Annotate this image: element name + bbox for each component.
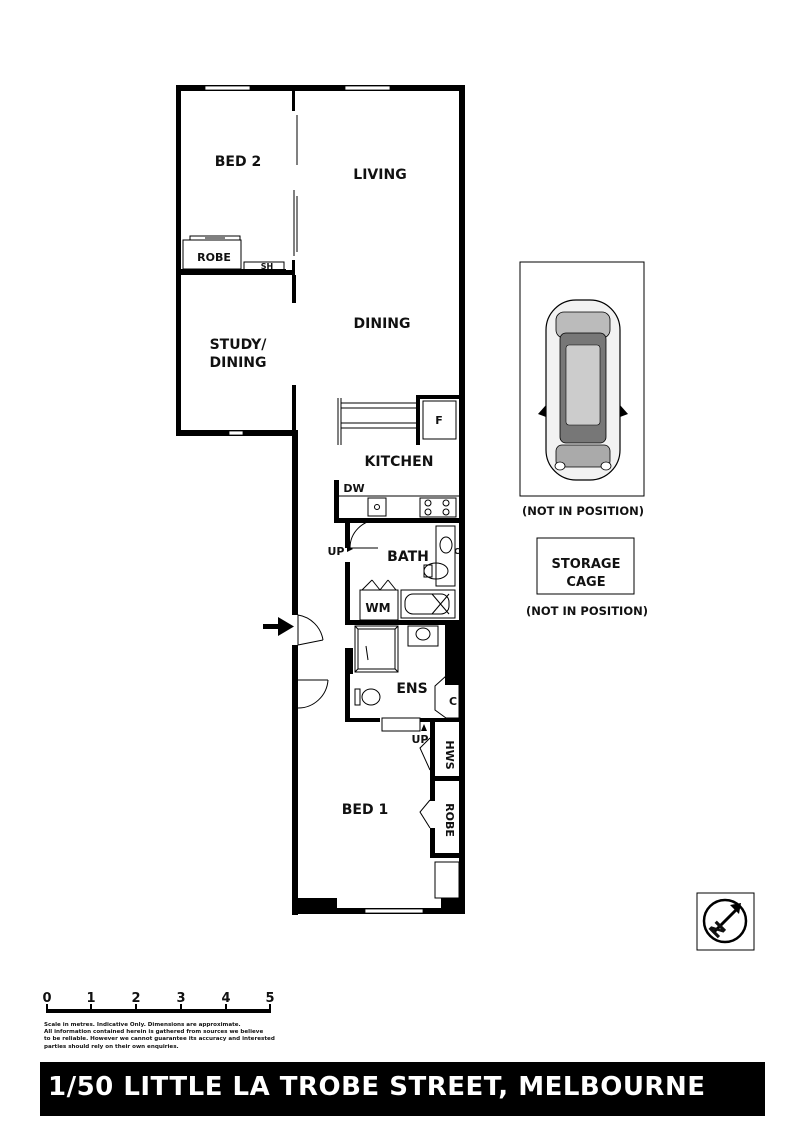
storage-label: STORAGE [552, 557, 621, 572]
north-compass-icon [696, 892, 755, 951]
outer-walls [176, 85, 465, 915]
scale-tick-5: 5 [265, 991, 274, 1006]
kitchen-label: KITCHEN [365, 454, 434, 470]
car-icon [538, 299, 628, 481]
address-banner: 1/50 LITTLE LA TROBE STREET, MELBOURNE [40, 1062, 765, 1116]
disclaimer-line: Scale in metres. Indicative Only. Dimens… [44, 1022, 241, 1028]
cage-label: CAGE [566, 575, 605, 590]
bed1-label: BED 1 [342, 802, 388, 818]
robe-bed2-box [182, 235, 285, 272]
sliding-doors [293, 115, 298, 256]
bath-label: BATH [387, 549, 429, 565]
storage-not-in-position-label: (NOT IN POSITION) [526, 604, 648, 618]
compass-letter: N [705, 917, 731, 943]
hws-label: HWS [443, 740, 456, 769]
scale-tick-2: 2 [131, 991, 140, 1006]
living-label: LIVING [353, 167, 406, 183]
disclaimer-line: parties should rely on their own enquiri… [44, 1043, 179, 1050]
dw-label: DW [343, 482, 364, 495]
scale-tick-3: 3 [176, 991, 185, 1006]
dining-label: DINING [354, 316, 411, 332]
scale-tick-0: 0 [42, 991, 51, 1006]
wm-label: WM [365, 601, 390, 615]
up-arrow-ens-icon [421, 724, 427, 731]
sh-label: SH [261, 262, 273, 271]
car-not-in-position-label: (NOT IN POSITION) [522, 504, 644, 518]
entry-arrow-icon [263, 617, 294, 636]
c-ens-label: C [449, 695, 457, 708]
scale-tick-1: 1 [86, 991, 95, 1006]
ensuite-fixtures [354, 625, 460, 732]
scale-bar [46, 1004, 271, 1013]
kitchen-island [337, 398, 416, 445]
study-label: STUDY/ [210, 337, 268, 353]
fridge-label: F [435, 414, 443, 427]
bed1-doors [419, 737, 460, 899]
ens-label: ENS [396, 681, 427, 697]
interior-walls [176, 91, 459, 858]
bath-fixtures [349, 519, 456, 621]
disclaimer-line: to be reliable. However we cannot guaran… [44, 1036, 275, 1043]
bed2-label: BED 2 [215, 154, 261, 170]
address-title: 1/50 LITTLE LA TROBE STREET, MELBOURNE [48, 1072, 706, 1102]
scale-tick-4: 4 [221, 991, 230, 1006]
windows [204, 85, 424, 914]
fridge-box [422, 400, 457, 440]
up-arrow-bath-icon [347, 546, 353, 552]
up-ens-label: UP [412, 733, 429, 746]
disclaimer-line: All information contained herein is gath… [44, 1029, 264, 1036]
study-dining-label: DINING [210, 355, 267, 371]
car-space [519, 261, 645, 497]
up-bath-label: UP [328, 545, 345, 558]
entry-door [297, 614, 329, 709]
kitchen-bench [339, 495, 459, 518]
robe-bed1-label: ROBE [443, 803, 456, 837]
disclaimer: Scale in metres. Indicative Only. Dimens… [44, 1022, 284, 1051]
robe-bed2-label: ROBE [197, 251, 231, 264]
c-bath-label: C [454, 547, 460, 556]
storage-cage-box [536, 537, 635, 595]
